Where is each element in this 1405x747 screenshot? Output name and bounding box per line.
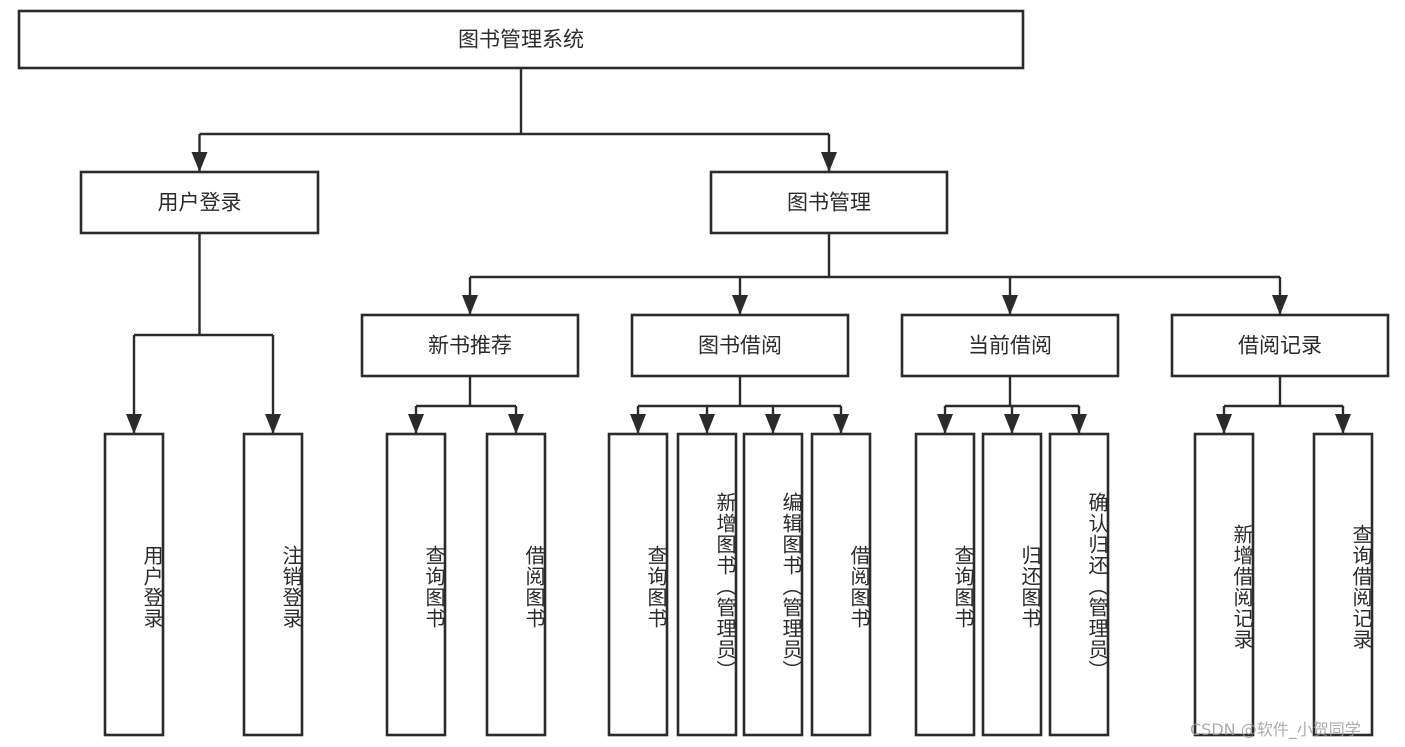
arrowhead-icon [1002,295,1018,315]
node-root-system[interactable] [17,9,1025,70]
node-leaf-confirm-return[interactable] [1048,432,1110,737]
connector-layer [126,68,1351,434]
arrowhead-icon [1071,414,1087,434]
node-current-borrow[interactable] [900,313,1120,378]
arrowhead-icon [732,295,748,315]
arrowhead-icon [765,414,781,434]
node-book-manage[interactable] [709,170,949,235]
node-leaf-add-book[interactable] [676,432,738,737]
node-leaf-user-login[interactable] [103,432,165,737]
node-leaf-query-record[interactable] [1312,432,1374,737]
node-leaf-query-book-rec[interactable] [385,432,447,737]
arrowhead-icon [821,152,837,172]
arrowhead-icon [508,414,524,434]
node-leaf-borrow-book-rec[interactable] [485,432,547,737]
node-label: 新书推荐 [428,334,512,358]
node-leaf-query-book-cur[interactable] [914,432,976,737]
arrowhead-icon [408,414,424,434]
arrowhead-icon [1216,414,1232,434]
arrowhead-icon [1272,295,1288,315]
node-user-login[interactable] [79,170,320,235]
arrowhead-icon [265,414,281,434]
node-leaf-borrow-book[interactable] [810,432,872,737]
node-leaf-query-book-borrow[interactable] [607,432,669,737]
node-leaf-add-record[interactable] [1193,432,1255,737]
node-label: 当前借阅 [968,334,1052,358]
node-new-book-recommend[interactable] [360,313,580,378]
arrowhead-icon [191,152,208,172]
node-borrow-record[interactable] [1170,313,1390,378]
arrowhead-icon [833,414,849,434]
node-book-borrow[interactable] [630,313,850,378]
node-label: 用户登录 [158,191,242,215]
node-label: 图书管理 [787,191,871,215]
node-label: 借阅记录 [1238,334,1322,358]
node-label: 图书借阅 [698,334,782,358]
csdn-watermark: CSDN @软件_小贺同学 [1190,720,1361,739]
arrowhead-icon [937,414,953,434]
node-label: 图书管理系统 [458,28,584,52]
node-leaf-edit-book[interactable] [742,432,804,737]
node-box-layer [17,9,1390,737]
arrowhead-icon [1004,414,1020,434]
arrowhead-icon [462,295,478,315]
node-leaf-return-book[interactable] [981,432,1043,737]
arrowhead-icon [126,414,142,434]
node-leaf-logout[interactable] [242,432,304,737]
arrowhead-icon [1335,414,1351,434]
arrowhead-icon [630,414,646,434]
arrowhead-icon [699,414,715,434]
